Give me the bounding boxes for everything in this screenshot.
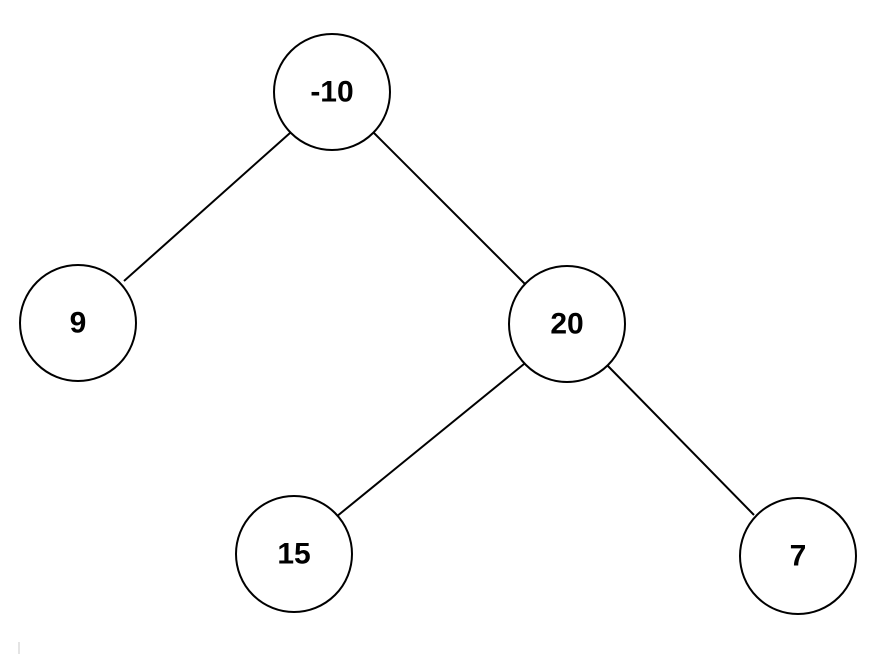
tree-node-root: -10 [273, 33, 391, 151]
edge-right-right-left [335, 363, 525, 518]
edge-right-right-right [605, 363, 755, 516]
tree-node-left: 9 [19, 264, 137, 382]
tree-node-right-right: 7 [739, 497, 857, 615]
tree-node-right: 20 [508, 265, 626, 383]
node-label-left: 9 [70, 307, 87, 340]
edge-root-left [123, 132, 291, 282]
edge-root-right [373, 132, 526, 285]
node-label-right-left: 15 [277, 538, 310, 571]
node-label-right-right: 7 [790, 540, 807, 573]
tree-node-right-left: 15 [235, 495, 353, 613]
node-label-root: -10 [310, 76, 353, 109]
node-label-right: 20 [550, 308, 583, 341]
